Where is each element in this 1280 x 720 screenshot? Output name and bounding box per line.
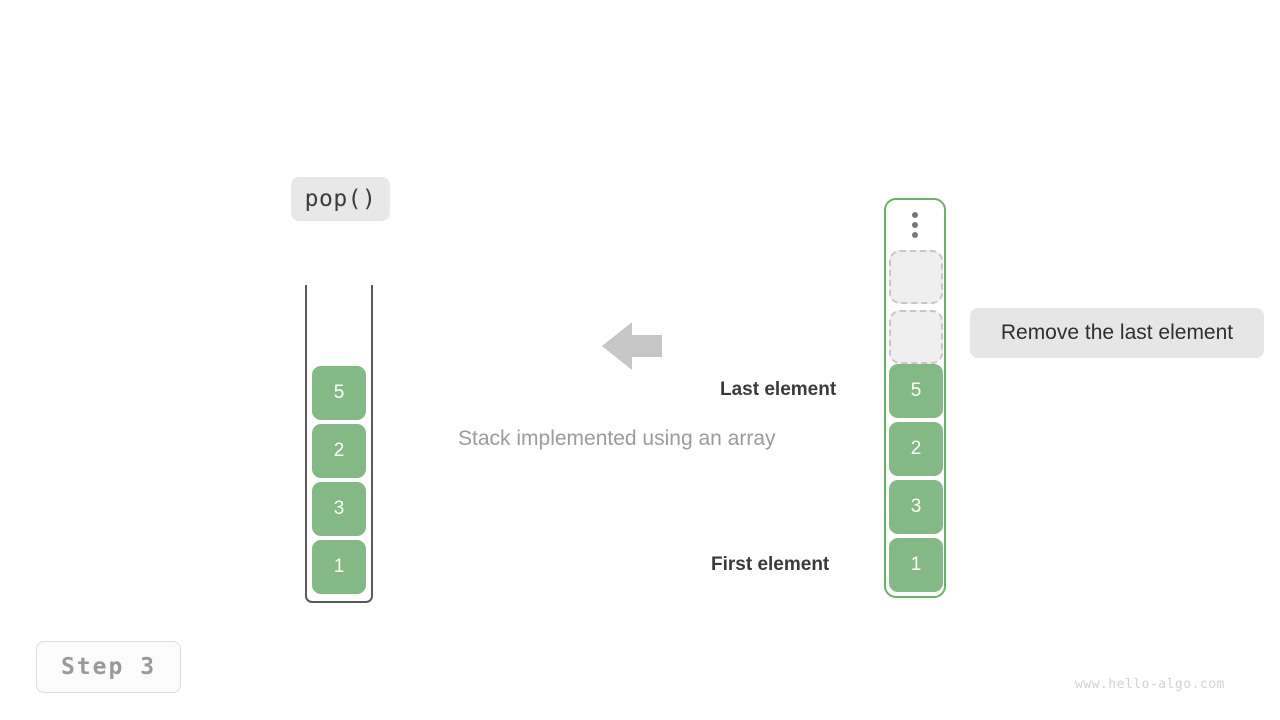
stack-cell: 5 [889, 364, 943, 418]
operation-label: pop() [291, 177, 390, 221]
first-element-label: First element [711, 554, 830, 575]
step-counter: Step 3 [36, 641, 181, 693]
array-stack-container: 5 2 3 1 [305, 285, 373, 603]
watermark: www.hello-algo.com [1075, 677, 1225, 692]
annotation-badge: Remove the last element [970, 308, 1264, 358]
stack-cell: 1 [312, 540, 366, 594]
stack-cell: 2 [889, 422, 943, 476]
array-stack-detail-cells: 5 2 3 1 [889, 364, 943, 592]
stack-frame [305, 285, 373, 603]
last-element-label: Last element [720, 379, 837, 400]
stack-cell: 3 [889, 480, 943, 534]
stack-cell: 2 [312, 424, 366, 478]
vertical-ellipsis-icon [886, 212, 944, 238]
empty-slot-group [889, 250, 943, 364]
empty-slot [889, 250, 943, 304]
empty-slot [889, 310, 943, 364]
array-stack-cells: 5 2 3 1 [312, 366, 366, 594]
array-stack-detail-container: 5 2 3 1 [884, 198, 946, 598]
stack-cell: 3 [312, 482, 366, 536]
stack-cell: 1 [889, 538, 943, 592]
arrow-left-icon [602, 320, 662, 372]
stack-cell: 5 [312, 366, 366, 420]
diagram-caption: Stack implemented using an array [458, 427, 776, 450]
